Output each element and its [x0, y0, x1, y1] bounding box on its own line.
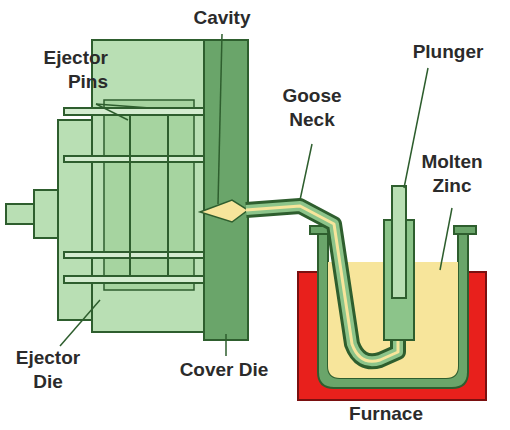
part-label: Cavity: [184, 6, 260, 30]
cavity: [200, 200, 248, 222]
leader-lines: [60, 34, 452, 356]
part-label: Cover Die: [176, 358, 272, 382]
ejector-plate: [58, 120, 94, 320]
part-label: Furnace: [326, 402, 446, 426]
ejector-pins: [64, 108, 204, 283]
goose-neck: [246, 206, 398, 361]
ejector-rod: [6, 204, 36, 224]
ejector-die: [92, 40, 204, 332]
plunger: [392, 186, 406, 298]
part-label: Plunger: [398, 40, 498, 64]
part-label: Molten Zinc: [404, 150, 500, 198]
part-label: Ejector Pins: [4, 46, 108, 94]
cover-die: [204, 40, 248, 340]
part-label: Ejector Die: [6, 346, 90, 394]
part-label: Goose Neck: [270, 84, 354, 132]
